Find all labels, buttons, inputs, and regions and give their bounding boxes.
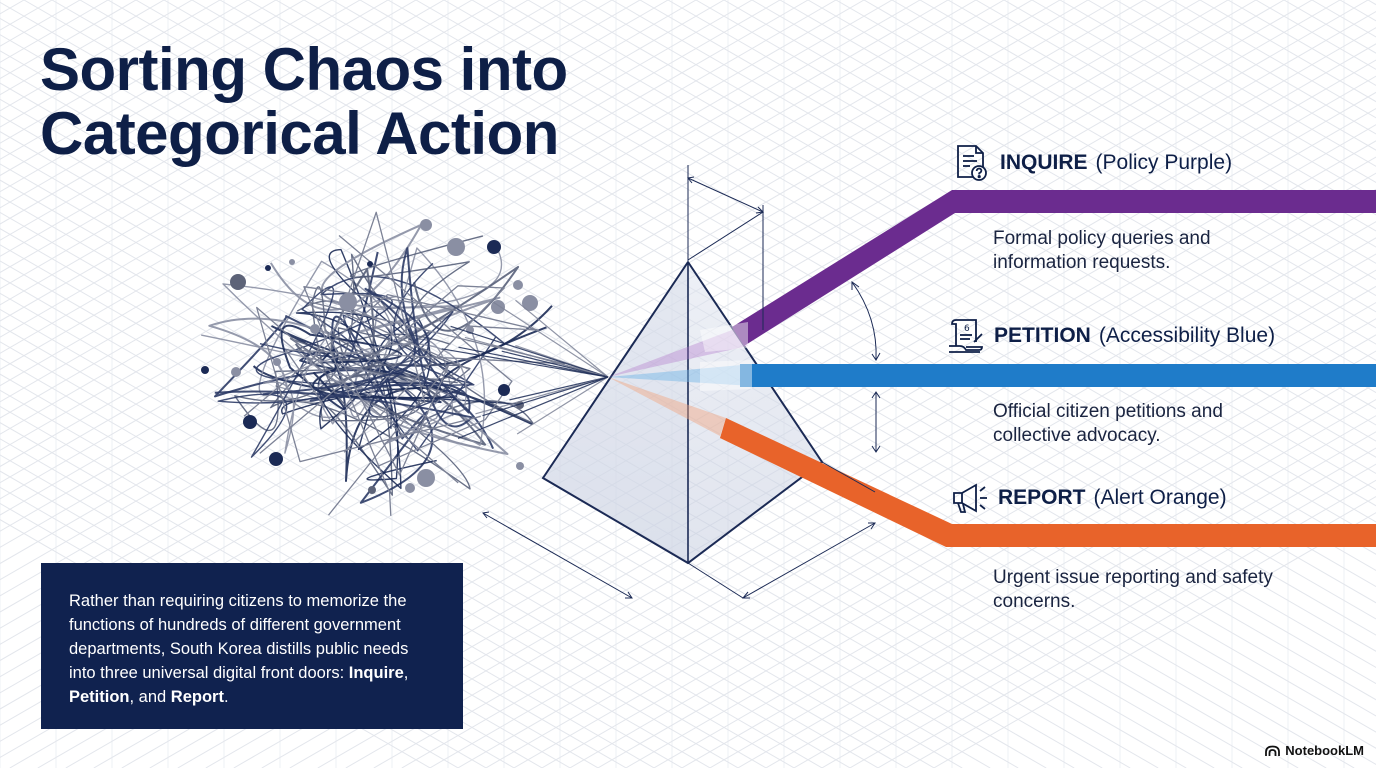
intro-separator-1: , (403, 664, 409, 682)
svg-text:6: 6 (964, 324, 970, 334)
title-line-2: Categorical Action (40, 100, 559, 167)
inquire-beam (732, 190, 1376, 346)
petition-description: Official citizen petitions and collectiv… (993, 401, 1223, 446)
chaos-scribble (201, 211, 565, 516)
converging-lines (441, 299, 609, 439)
chaos-particles (201, 219, 538, 494)
dimension-lines (482, 165, 881, 599)
petition-name: PETITION (994, 324, 1091, 347)
inquire-subtitle: (Policy Purple) (1095, 151, 1233, 174)
intro-panel: Rather than requiring citizens to memori… (41, 563, 463, 729)
signed-petition-icon: 6 (946, 316, 986, 356)
megaphone-icon (950, 478, 990, 518)
report-beam (720, 418, 1376, 547)
inquire-name: INQUIRE (1000, 151, 1088, 174)
inquire-description: Formal policy queries and information re… (993, 228, 1211, 273)
inquire-heading: INQUIRE (Policy Purple) (952, 143, 1232, 183)
intro-end: . (223, 688, 229, 706)
notebooklm-logo-icon (1265, 745, 1281, 756)
report-description: Urgent issue reporting and safety concer… (993, 567, 1273, 612)
output-beams (700, 190, 1376, 547)
notebooklm-brand: NotebookLM (1265, 743, 1364, 758)
intro-text: Rather than requiring citizens to memori… (69, 592, 409, 682)
report-subtitle: (Alert Orange) (1093, 486, 1227, 509)
intro-inquire: Inquire (348, 664, 404, 682)
inner-light-rays (608, 327, 752, 436)
prism (541, 261, 824, 565)
petition-beam (740, 364, 1376, 387)
page-title: Sorting Chaos into Categorical Action (40, 38, 680, 166)
title-line-1: Sorting Chaos into (40, 36, 568, 103)
report-heading: REPORT (Alert Orange) (950, 478, 1227, 518)
intro-petition: Petition (69, 688, 130, 706)
intro-report: Report (170, 688, 224, 706)
intro-separator-2: , and (129, 688, 171, 706)
petition-heading: 6 PETITION (Accessibility Blue) (946, 316, 1275, 356)
brand-name: NotebookLM (1285, 743, 1364, 758)
petition-subtitle: (Accessibility Blue) (1098, 324, 1276, 347)
report-name: REPORT (998, 486, 1086, 509)
document-question-icon (952, 143, 992, 183)
